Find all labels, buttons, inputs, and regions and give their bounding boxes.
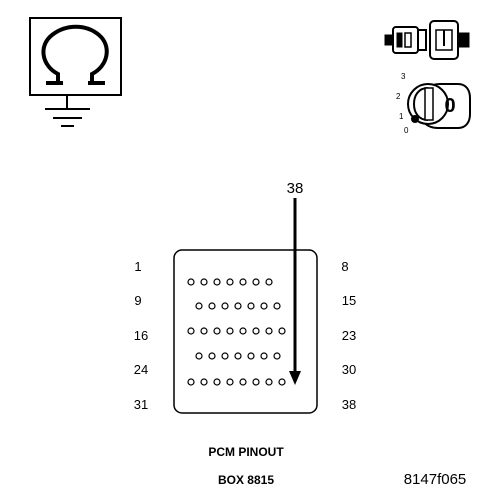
pin-cavity-23 xyxy=(195,352,203,360)
pin-cavity-25 xyxy=(221,352,229,360)
pin-cavity-12 xyxy=(247,302,255,310)
pin-cavity-26 xyxy=(234,352,242,360)
pin-cavity-24 xyxy=(208,352,216,360)
row-label-left: 31 xyxy=(134,397,148,412)
row-label-right: 30 xyxy=(342,362,356,377)
row-label-left: 9 xyxy=(134,293,141,308)
pin-cavity-32 xyxy=(213,378,221,386)
right-row-labels: 8 15 23 30 38 xyxy=(341,259,356,412)
caption-subtitle: BOX 8815 xyxy=(218,473,274,487)
row-label-left: 1 xyxy=(134,259,141,274)
probe-arrow xyxy=(289,198,301,385)
pin-cavity-14 xyxy=(273,302,281,310)
pin-cavity-37 xyxy=(278,378,286,386)
ignition-key-position-label: 0 xyxy=(444,95,455,117)
pin-cavity-16 xyxy=(200,327,208,335)
row-label-right: 15 xyxy=(342,293,356,308)
pin-cavity-10 xyxy=(221,302,229,310)
pin-cavity-2 xyxy=(200,278,208,286)
left-row-labels: 1 9 16 24 31 xyxy=(134,259,148,412)
probed-pin-label: 38 xyxy=(287,180,304,197)
figure-id: 8147f065 xyxy=(404,471,467,488)
ignition-position-2: 2 xyxy=(396,92,401,101)
pin-cavity-6 xyxy=(252,278,260,286)
pin-cavity-1 xyxy=(187,278,195,286)
row-label-left: 24 xyxy=(134,362,148,377)
row-label-right: 8 xyxy=(341,259,348,274)
pin-cavity-29 xyxy=(273,352,281,360)
connector-pin-grid xyxy=(187,278,286,386)
ignition-position-3: 3 xyxy=(401,72,406,81)
disconnected-connector-icon xyxy=(384,20,470,60)
pin-cavity-3 xyxy=(213,278,221,286)
pin-cavity-36 xyxy=(265,378,273,386)
pin-cavity-7 xyxy=(265,278,273,286)
ignition-position-1: 1 xyxy=(399,112,404,121)
pin-cavity-18 xyxy=(226,327,234,335)
pin-cavity-22 xyxy=(278,327,286,335)
pin-cavity-28 xyxy=(260,352,268,360)
pin-cavity-31 xyxy=(200,378,208,386)
row-label-right: 38 xyxy=(342,397,356,412)
pin-cavity-19 xyxy=(239,327,247,335)
ignition-position-0: 0 xyxy=(404,126,409,135)
pin-cavity-13 xyxy=(260,302,268,310)
pin-cavity-9 xyxy=(208,302,216,310)
ignition-key-off-icon: 0 3 2 1 0 xyxy=(396,72,471,135)
pin-cavity-33 xyxy=(226,378,234,386)
pin-cavity-35 xyxy=(252,378,260,386)
pin-cavity-11 xyxy=(234,302,242,310)
row-label-right: 23 xyxy=(342,328,356,343)
pin-cavity-34 xyxy=(239,378,247,386)
pin-cavity-8 xyxy=(195,302,203,310)
pin-cavity-15 xyxy=(187,327,195,335)
pin-cavity-20 xyxy=(252,327,260,335)
ohmmeter-ground-icon xyxy=(29,17,122,127)
pin-cavity-4 xyxy=(226,278,234,286)
pin-cavity-30 xyxy=(187,378,195,386)
pin-cavity-5 xyxy=(239,278,247,286)
row-label-left: 16 xyxy=(134,328,148,343)
pin-cavity-17 xyxy=(213,327,221,335)
pin-cavity-27 xyxy=(247,352,255,360)
caption-title: PCM PINOUT xyxy=(208,445,284,459)
pin-cavity-21 xyxy=(265,327,273,335)
